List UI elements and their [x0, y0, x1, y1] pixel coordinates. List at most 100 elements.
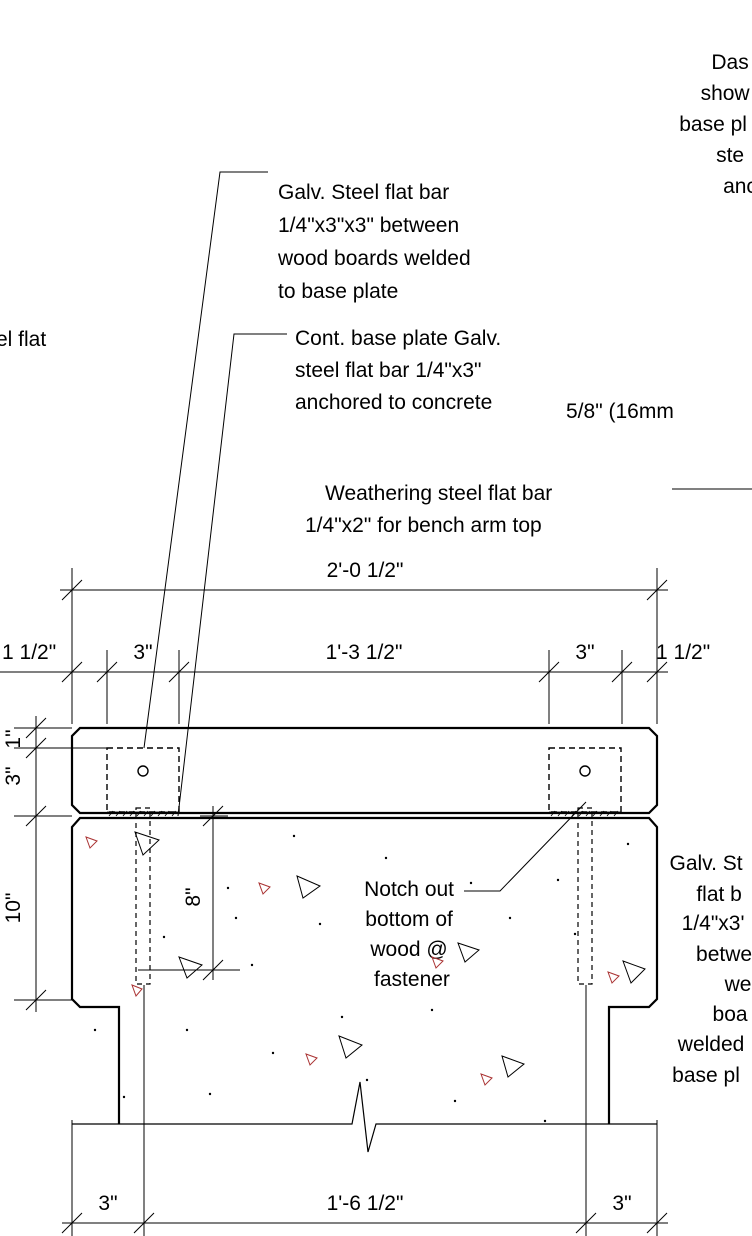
note-line: anchored to concrete [295, 391, 492, 414]
hatch-stroke [613, 810, 619, 817]
dim-board-height: 3" [2, 766, 25, 785]
leader-base-plate [177, 333, 287, 817]
hatch-stroke [578, 810, 584, 817]
aggregate-large [296, 875, 322, 899]
speck [365, 1078, 369, 1082]
dimension-lines [0, 568, 668, 1236]
wood-board-top [70, 726, 659, 815]
note-line: base pl [679, 113, 747, 136]
tick [575, 1212, 597, 1234]
anchor-bolt-right [577, 807, 593, 985]
note-flat-bar-between-boards: Galv. Steel flat bar 1/4"x3"x3" between … [277, 181, 476, 303]
note-right-cut: Galv. St flat b 1/4"x3' betwe we boa wel… [670, 852, 752, 1087]
base-plate-hatch [107, 810, 621, 817]
hatch-stroke [164, 810, 170, 817]
tick [61, 661, 83, 683]
tick [611, 661, 633, 683]
flat-bar-plates [106, 747, 622, 813]
tick [133, 1212, 155, 1234]
hatch-stroke [585, 810, 591, 817]
note-line: anc [723, 175, 752, 198]
aggregate-small [431, 956, 444, 969]
leader-notch [464, 801, 587, 892]
speck [226, 886, 230, 890]
tick [25, 717, 47, 739]
tick [25, 737, 47, 759]
speck [234, 916, 238, 920]
speck [469, 881, 473, 885]
dim-overall-width: 2'-0 1/2" [327, 559, 404, 582]
note-left-cut: el flat [0, 328, 46, 351]
concrete-body [70, 816, 659, 1124]
speck [122, 1095, 126, 1099]
speck [430, 1008, 434, 1012]
note-line: wood boards welded [277, 247, 471, 270]
tick [96, 661, 118, 683]
hatch-stroke [599, 810, 605, 817]
concrete-aggregate [85, 831, 646, 1086]
flat-bar-left [106, 747, 180, 813]
hatch-right [550, 810, 619, 817]
aggregate-large [178, 956, 203, 979]
tick [646, 661, 668, 683]
note-line: base pl [672, 1064, 740, 1087]
tick [168, 661, 190, 683]
tick [25, 989, 47, 1011]
bolt-hole-right [579, 765, 591, 777]
note-line: 1/4"x3"x3" between [278, 214, 459, 237]
note-top-right-cut: Das show base pl ste anc [679, 51, 752, 198]
tick [25, 805, 47, 827]
dim-right-bar: 3" [575, 641, 594, 664]
speck [93, 1028, 97, 1032]
note-line: wood @ [369, 938, 447, 961]
hatch-stroke [571, 810, 577, 817]
speck [573, 932, 577, 936]
note-line: Das [711, 51, 748, 74]
note-line: show [701, 82, 751, 105]
note-line: Galv. St [670, 852, 743, 875]
dim-body-height: 10" [2, 893, 25, 924]
hatch-stroke [115, 810, 121, 817]
dim-bottom-middle: 1'-6 1/2" [327, 1192, 404, 1215]
aggregate-small [305, 1053, 318, 1066]
note-line: boa [713, 1003, 748, 1026]
note-line: Weathering steel flat bar [325, 482, 552, 505]
note-line: Galv. Steel flat bar [278, 181, 449, 204]
speck [626, 842, 630, 846]
speck [543, 1119, 547, 1123]
aggregate-large [338, 1035, 363, 1059]
note-line: 1/4"x3' [682, 912, 745, 935]
hatch-stroke [592, 810, 598, 817]
concrete-specks [93, 834, 630, 1123]
hatch-stroke [136, 810, 142, 817]
speck [384, 856, 388, 860]
tick [61, 579, 83, 601]
break-line [72, 1081, 657, 1153]
aggregate-large [622, 960, 646, 984]
tick [61, 1212, 83, 1234]
aggregate-large [457, 942, 480, 963]
hatch-stroke [129, 810, 135, 817]
note-line: fastener [374, 968, 450, 991]
tick [202, 959, 224, 981]
aggregate-large [134, 831, 160, 856]
hatch-stroke [171, 810, 177, 817]
tick [646, 579, 668, 601]
aggregate-small [258, 882, 271, 895]
speck [292, 834, 296, 838]
note-line: welded [677, 1033, 745, 1056]
note-line: 1/4"x2" for bench arm top [305, 514, 542, 537]
dim-top-inset: 1" [2, 729, 25, 748]
dim-bottom-left: 3" [98, 1192, 117, 1215]
aggregate-small [131, 984, 143, 997]
tick [646, 1212, 668, 1234]
note-line: to base plate [278, 280, 398, 303]
bolt-hole-left [137, 765, 149, 777]
aggregate-small [607, 971, 620, 984]
note-line: Cont. base plate Galv. [295, 327, 501, 350]
hatch-stroke [157, 810, 163, 817]
speck [208, 1092, 212, 1096]
hatch-stroke [550, 810, 556, 817]
hatch-stroke [557, 810, 563, 817]
